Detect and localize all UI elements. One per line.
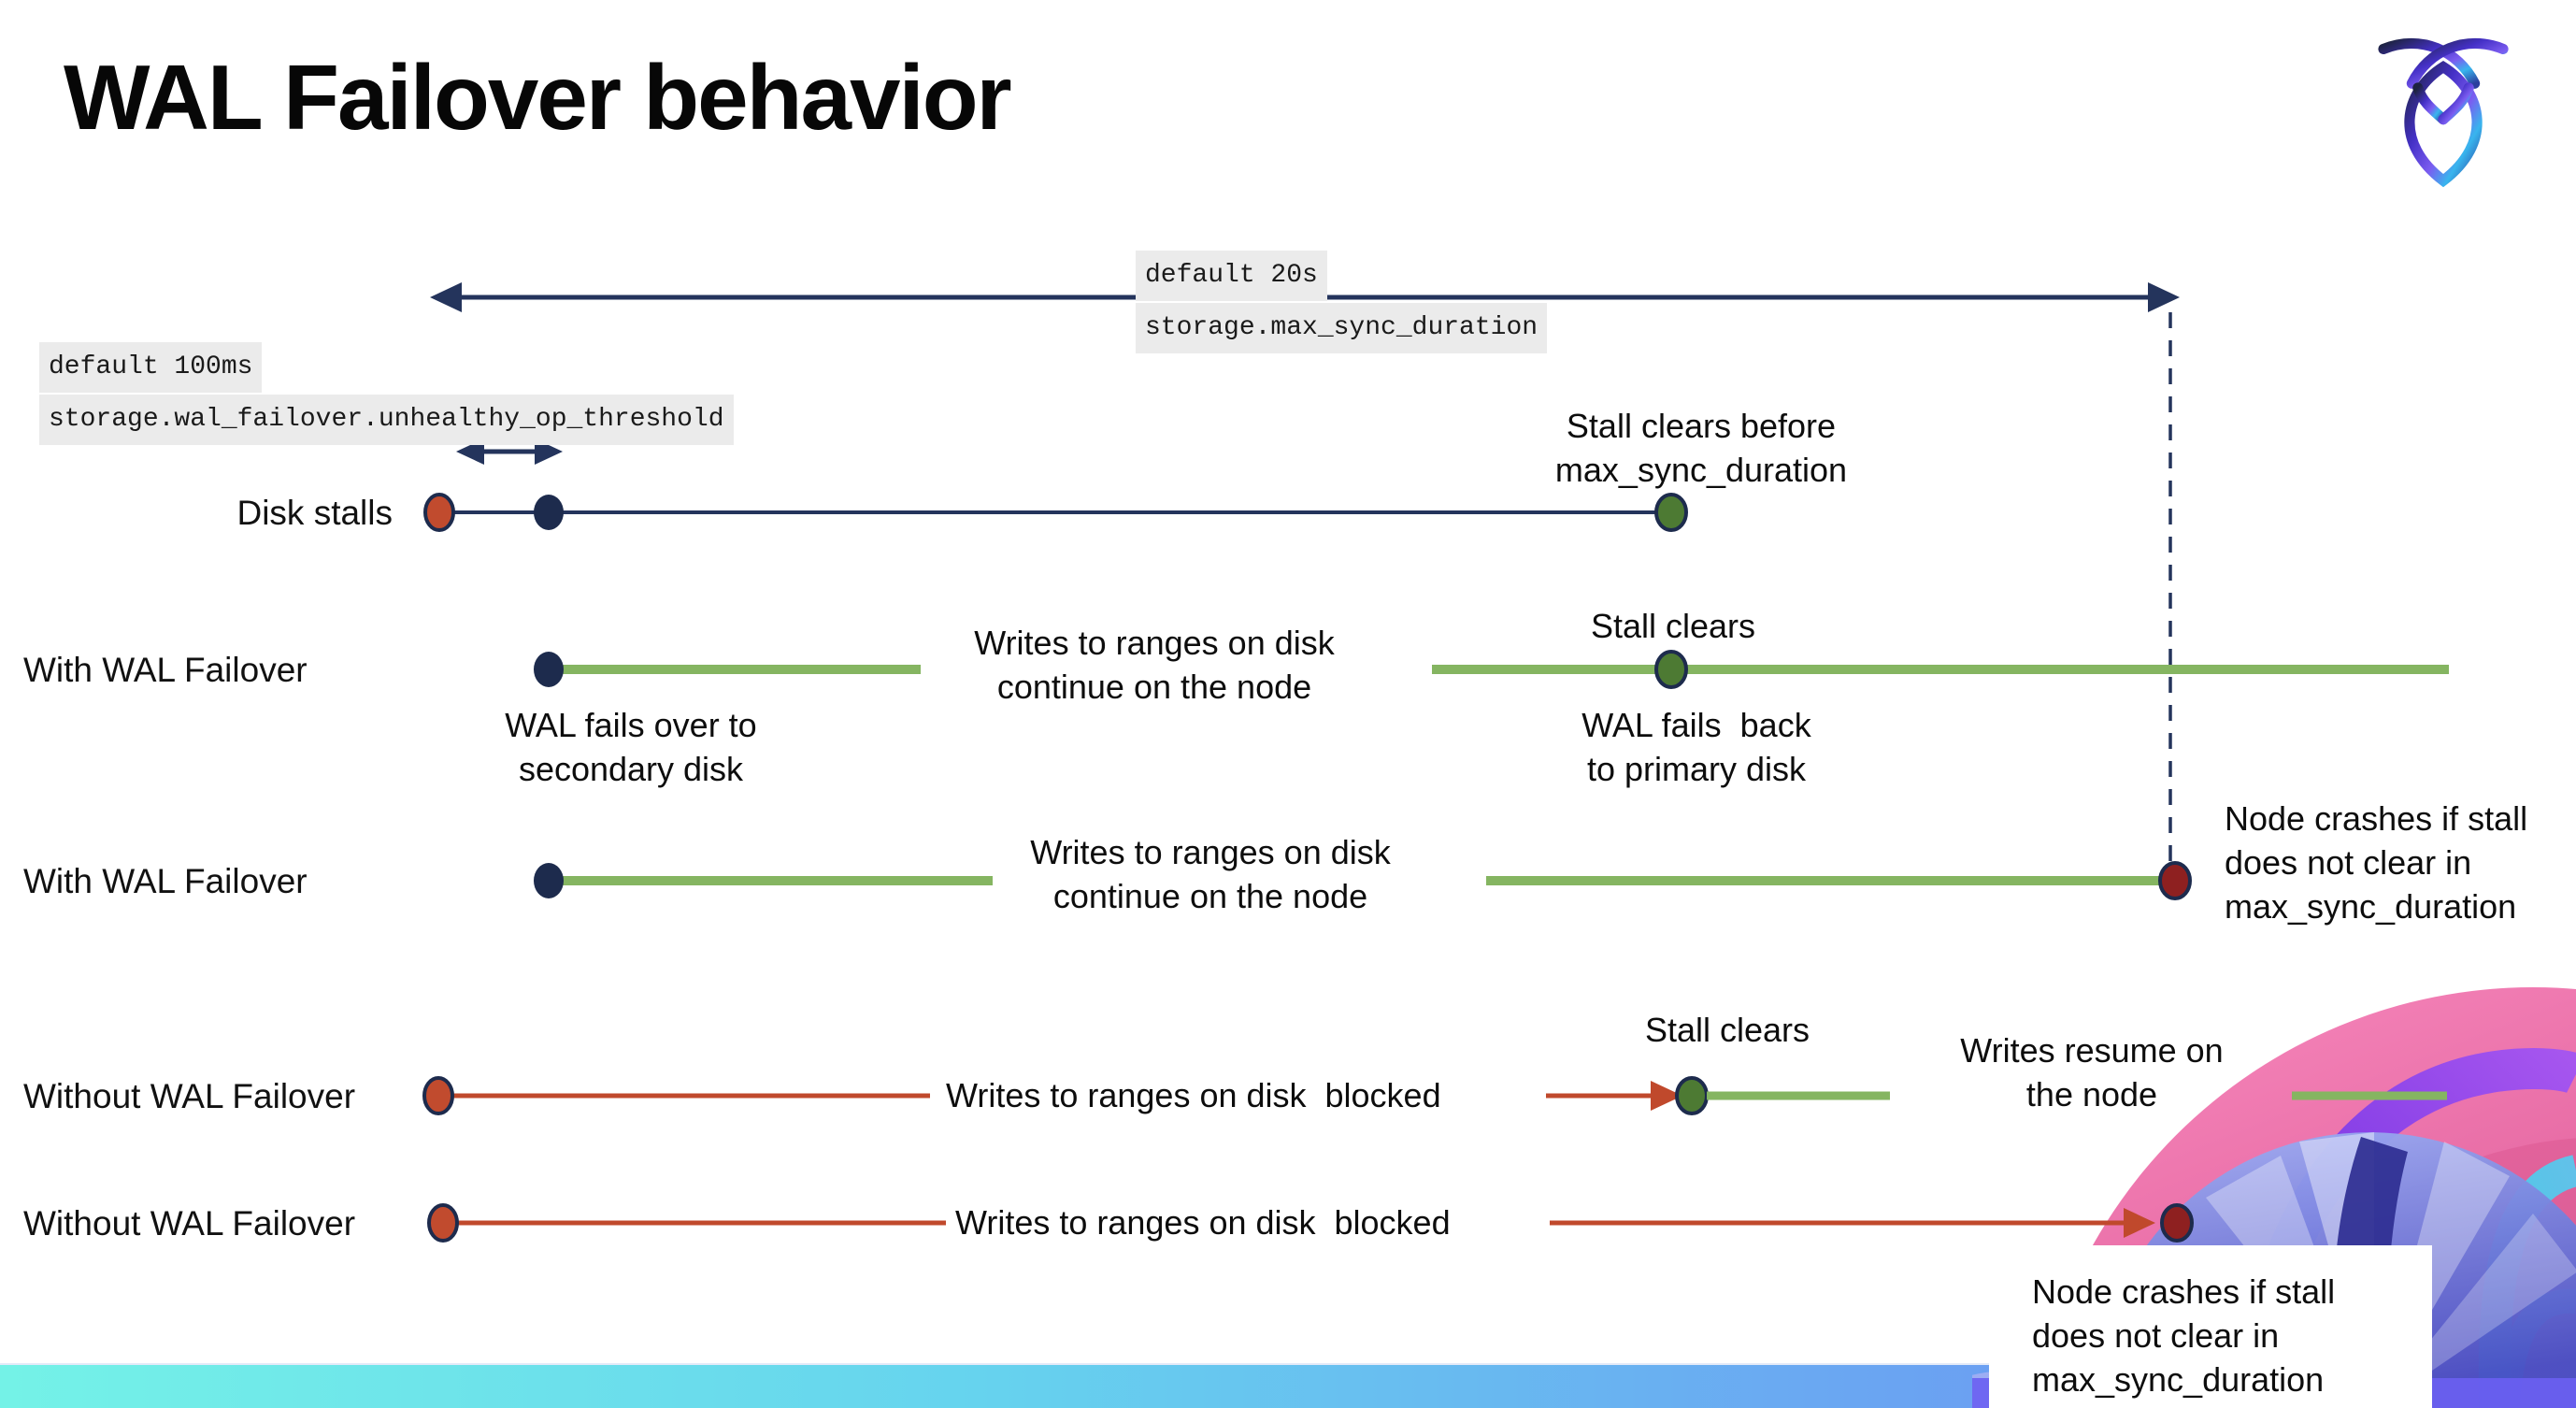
wal-fails-over-note: WAL fails over to secondary disk xyxy=(505,706,757,788)
logo-stem-right xyxy=(2438,82,2474,125)
row-label-without-wal-failover-2: Without WAL Failover xyxy=(23,1204,356,1243)
max-sync-arrowhead-left xyxy=(430,282,462,312)
stall-clears-before-note: Stall clears before max_sync_duration xyxy=(1554,407,1848,489)
crash-note-with-failover: Node crashes if stall does not clear in … xyxy=(2225,799,2528,926)
stall-clear-dot-row4 xyxy=(1675,1076,1709,1115)
stall-clears-note-row4: Stall clears xyxy=(1644,1011,1810,1049)
crash-note-without-failover: Node crashes if stall does not clear in … xyxy=(2032,1272,2336,1399)
wal-fails-back-note: WAL fails back to primary disk xyxy=(1581,706,1811,788)
stall-start-dot-row4 xyxy=(422,1076,454,1115)
writes-resume-note: Writes resume on the node xyxy=(1960,1031,2224,1113)
writes-blocked-note-row5: Writes to ranges on disk blocked xyxy=(955,1203,1451,1242)
max-sync-setting-label: default 20s storage.max_sync_duration xyxy=(1136,251,1548,355)
logo-right-antenna xyxy=(2406,37,2509,89)
stall-clear-dot-row2 xyxy=(1654,650,1688,689)
stall-start-dot-row5 xyxy=(427,1203,459,1243)
threshold-setting-name: storage.wal_failover.unhealthy_op_thresh… xyxy=(39,395,734,445)
cockroachdb-logo xyxy=(2378,37,2509,188)
stall-start-dot xyxy=(423,493,455,532)
writes-blocked-note-row4: Writes to ranges on disk blocked xyxy=(946,1076,1441,1114)
crash-dot-row3 xyxy=(2158,861,2192,900)
failover-dot-row3 xyxy=(534,863,564,898)
threshold-dot xyxy=(534,495,564,530)
threshold-default-value: default 100ms xyxy=(39,342,263,393)
max-sync-setting-name: storage.max_sync_duration xyxy=(1136,303,1548,353)
row-label-with-wal-failover-1: With WAL Failover xyxy=(23,651,308,689)
writes-continue-note-row2: Writes to ranges on disk continue on the… xyxy=(974,624,1335,706)
logo-strokes xyxy=(2378,37,2509,188)
logo-left-antenna xyxy=(2378,37,2481,89)
max-sync-arrowhead-right xyxy=(2148,282,2180,312)
row-label-with-wal-failover-2: With WAL Failover xyxy=(23,862,308,900)
red-arrowhead-row4 xyxy=(1651,1081,1682,1111)
crash-callout-box: Node crashes if stall does not clear in … xyxy=(1989,1245,2432,1408)
stall-clears-note-row2: Stall clears xyxy=(1590,607,1756,645)
row-label-without-wal-failover-1: Without WAL Failover xyxy=(23,1077,356,1115)
stall-clear-dot-row1 xyxy=(1654,493,1688,532)
writes-continue-note-row3: Writes to ranges on disk continue on the… xyxy=(1030,833,1391,915)
threshold-setting-label: default 100ms storage.wal_failover.unhea… xyxy=(39,342,734,447)
row-label-disk-stalls: Disk stalls xyxy=(236,494,393,532)
page-title: WAL Failover behavior xyxy=(64,46,1012,149)
logo-body xyxy=(2404,60,2483,188)
logo-stem-left xyxy=(2412,82,2449,125)
failover-dot-row2 xyxy=(534,652,564,687)
max-sync-default-value: default 20s xyxy=(1136,251,1327,301)
